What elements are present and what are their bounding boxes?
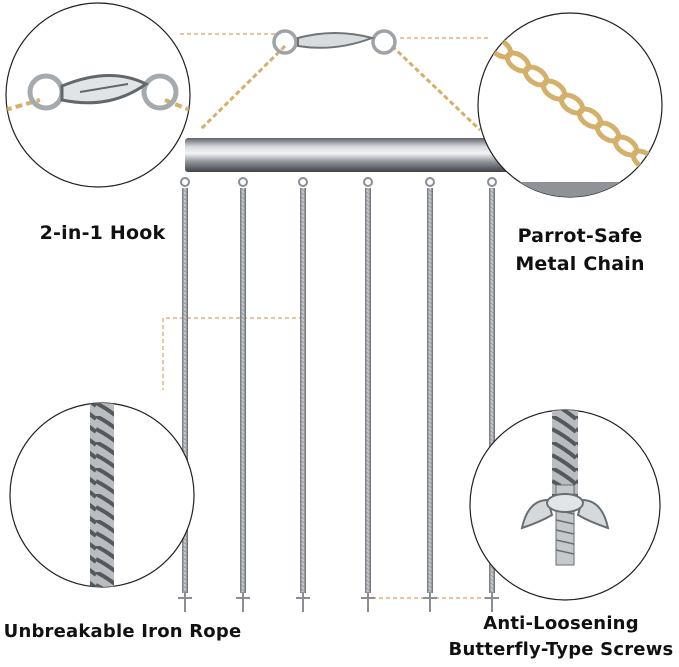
rope-detail-circle <box>9 402 195 588</box>
snap-hook-icon <box>6 73 190 114</box>
hanging-chain <box>198 44 482 132</box>
rope-2 <box>236 177 250 612</box>
chain-label-line1: Parrot-Safe <box>517 225 643 247</box>
steel-perch-bar <box>185 138 510 172</box>
steel-ropes <box>178 177 499 612</box>
screw-detail-circle <box>469 409 661 601</box>
screws-label: Anti-Loosening Butterfly-Type Screws <box>445 611 677 663</box>
rope-3 <box>296 177 310 612</box>
screws-label-line2: Butterfly-Type Screws <box>448 639 674 660</box>
callout-lines <box>162 33 495 599</box>
chain-detail-circle <box>477 12 663 198</box>
hook-label: 2-in-1 Hook <box>39 222 166 244</box>
rope-label: Unbreakable Iron Rope <box>3 621 242 642</box>
rope-5 <box>423 177 437 612</box>
chain-label-line2: Metal Chain <box>515 253 645 275</box>
hook-detail-circle <box>5 2 191 188</box>
screws-label-line1: Anti-Loosening <box>483 613 639 634</box>
rope-1 <box>178 177 192 612</box>
rope-4 <box>361 177 375 612</box>
chain-label: Parrot-Safe Metal Chain <box>500 222 660 278</box>
rope-6 <box>485 177 499 612</box>
wing-nut-icon <box>520 410 610 566</box>
twisted-rope-icon <box>90 403 114 587</box>
top-snap-hook <box>272 29 397 55</box>
